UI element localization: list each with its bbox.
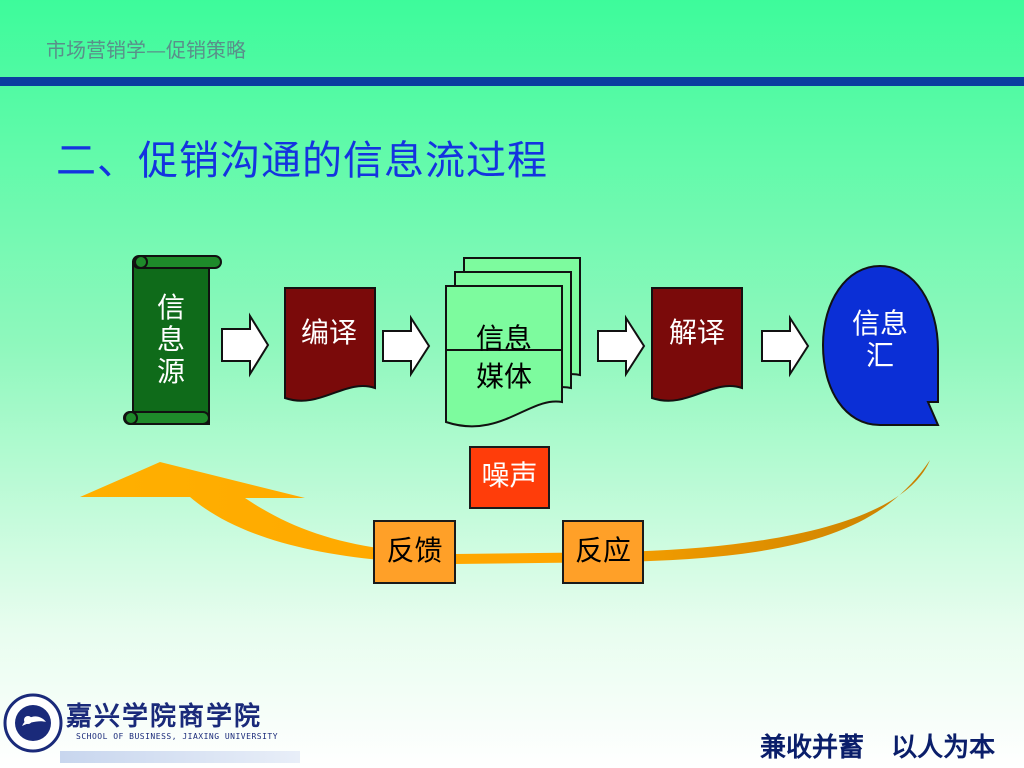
encode-label: 编译 [300,316,357,349]
decode-label: 解译 [668,316,725,349]
flow-arrow-icon [221,312,270,378]
decode-document-shape [651,287,743,402]
media-label: 信息 媒体 [475,322,532,393]
information-sink-shape [821,264,940,426]
header-title: 市场营销学—促销策略 [46,38,246,62]
logo-english-text: SCHOOL OF BUSINESS, JIAXING UNIVERSITY [76,732,279,741]
university-logo: 嘉兴学院商学院 SCHOOL OF BUSINESS, JIAXING UNIV… [0,690,300,754]
header-rule [0,77,1024,86]
media-multidocument-shape [445,257,581,428]
university-seal-icon [3,693,63,753]
slide-title: 二、促销沟通的信息流过程 [56,138,548,184]
encode-document-shape [284,287,376,402]
response-box: 反应 [562,520,644,584]
logo-chinese-text: 嘉兴学院商学院 [66,702,263,732]
flow-arrow-icon [597,314,646,378]
footer-band [60,751,300,763]
noise-box: 噪声 [469,446,550,509]
footer-motto: 兼收并蓄 以人为本 [760,733,996,763]
flow-arrow-icon [761,314,810,378]
feedback-box: 反馈 [373,520,456,584]
information-source-scroll [123,255,222,425]
feedback-curve-arrow [80,460,930,564]
information-source-label: 信 息 源 [156,291,185,389]
flow-arrow-icon [382,314,431,378]
information-sink-label: 信息 汇 [851,307,908,373]
